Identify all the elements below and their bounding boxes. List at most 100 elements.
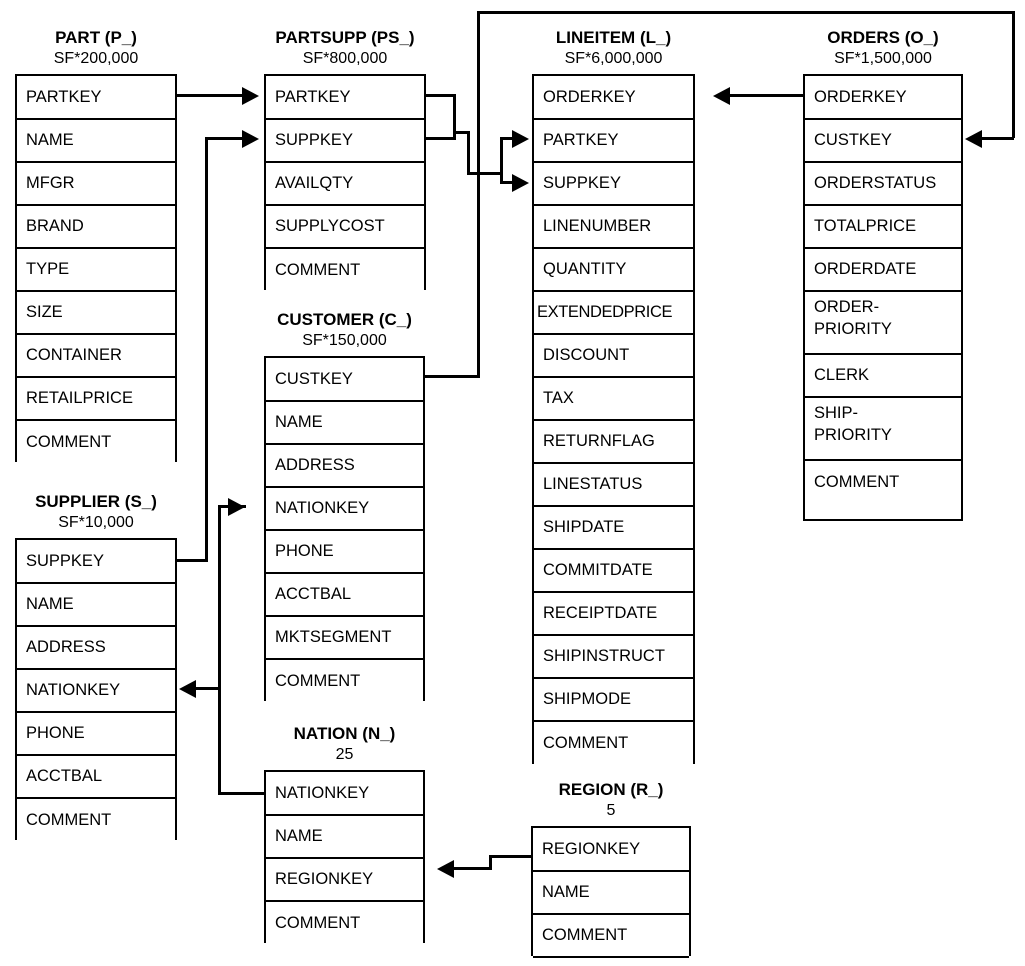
field-orders-orderpriority: ORDER- PRIORITY [805, 292, 961, 355]
field-part-retailprice: RETAILPRICE [17, 378, 175, 421]
field-part-partkey: PARTKEY [17, 76, 175, 120]
entity-region-cardinality: 5 [606, 802, 616, 819]
arrowhead-lineitem-orderkey [713, 87, 730, 105]
entity-partsupp-cardinality: SF*800,000 [302, 50, 388, 67]
connector-lineitem-partkey-in [500, 137, 514, 140]
entity-nation-fields: NATIONKEY NAME REGIONKEY COMMENT [264, 770, 425, 945]
connector-partsupp-partkey-join [453, 131, 470, 134]
connector-orders-custkey-drop [1012, 11, 1015, 138]
arrowhead-supplier-nationkey [179, 680, 196, 698]
field-region-name: NAME [533, 872, 689, 915]
field-part-brand: BRAND [17, 206, 175, 249]
field-partsupp-availqty: AVAILQTY [266, 163, 424, 206]
field-supplier-name: NAME [17, 584, 175, 627]
entity-lineitem-fields: ORDERKEY PARTKEY SUPPKEY LINENUMBER QUAN… [532, 74, 695, 765]
field-part-mfgr: MFGR [17, 163, 175, 206]
connector-part-to-partsupp [177, 94, 244, 97]
field-orders-orderkey: ORDERKEY [805, 76, 961, 120]
field-nation-name: NAME [266, 816, 423, 859]
connector-partsupp-partkey-exit [426, 94, 456, 97]
arrowhead-lineitem-partkey [512, 130, 529, 148]
entity-nation-title: NATION (N_) [293, 724, 396, 743]
arrowhead-lineitem-suppkey [512, 174, 529, 192]
field-orders-shippriority-line2: PRIORITY [814, 425, 892, 444]
entity-supplier-title: SUPPLIER (S_) [35, 492, 157, 511]
field-lineitem-extendedprice: EXTENDEDPRICE [534, 292, 693, 335]
field-lineitem-suppkey: SUPPKEY [534, 163, 693, 206]
field-supplier-comment: COMMENT [17, 799, 175, 842]
arrowhead-partsupp-partkey [242, 87, 259, 105]
arrowhead-customer-nationkey [228, 498, 245, 516]
field-nation-comment: COMMENT [266, 902, 423, 945]
field-lineitem-receiptdate: RECEIPTDATE [534, 593, 693, 636]
field-supplier-nationkey: NATIONKEY [17, 670, 175, 713]
entity-part-cardinality: SF*200,000 [53, 50, 139, 67]
connector-lineitem-suppkey-in [500, 181, 514, 184]
field-orders-totalprice: TOTALPRICE [805, 206, 961, 249]
entity-partsupp-fields: PARTKEY SUPPKEY AVAILQTY SUPPLYCOST COMM… [264, 74, 426, 292]
field-region-comment: COMMENT [533, 915, 689, 958]
connector-supplier-suppkey-to-partsupp [205, 137, 244, 140]
field-customer-nationkey: NATIONKEY [266, 488, 423, 531]
connector-supplier-suppkey-vertical [205, 137, 208, 562]
field-orders-orderpriority-line2: PRIORITY [814, 319, 892, 338]
field-customer-acctbal: ACCTBAL [266, 574, 423, 617]
field-supplier-address: ADDRESS [17, 627, 175, 670]
field-orders-clerk: CLERK [805, 355, 961, 398]
field-orders-orderstatus: ORDERSTATUS [805, 163, 961, 206]
field-partsupp-suppkey: SUPPKEY [266, 120, 424, 163]
connector-nation-nationkey-exit [218, 792, 266, 795]
connector-partsupp-suppkey-exit [426, 137, 456, 140]
field-orders-orderdate: ORDERDATE [805, 249, 961, 292]
field-customer-custkey: CUSTKEY [266, 358, 423, 402]
field-orders-orderpriority-line1: ORDER- [814, 298, 880, 316]
connector-partsupp-merge-vertical [467, 131, 470, 175]
field-nation-regionkey: REGIONKEY [266, 859, 423, 902]
field-lineitem-orderkey: ORDERKEY [534, 76, 693, 120]
field-lineitem-tax: TAX [534, 378, 693, 421]
entity-partsupp-title: PARTSUPP (PS_) [275, 28, 415, 47]
field-part-container: CONTAINER [17, 335, 175, 378]
field-orders-custkey: CUSTKEY [805, 120, 961, 163]
connector-customer-custkey-exit [425, 375, 480, 378]
field-orders-shippriority: SHIP- PRIORITY [805, 398, 961, 461]
field-lineitem-shipdate: SHIPDATE [534, 507, 693, 550]
connector-region-regionkey-drop [489, 855, 492, 870]
connector-partsupp-partkey-drop [453, 94, 456, 134]
field-supplier-phone: PHONE [17, 713, 175, 756]
entity-lineitem-title: LINEITEM (L_) [555, 28, 672, 47]
field-customer-mktsegment: MKTSEGMENT [266, 617, 423, 660]
entity-region-title: REGION (R_) [558, 780, 664, 799]
entity-customer-title: CUSTOMER (C_) [277, 310, 412, 329]
field-partsupp-partkey: PARTKEY [266, 76, 424, 120]
entity-orders-title: ORDERS (O_) [827, 28, 939, 47]
field-customer-address: ADDRESS [266, 445, 423, 488]
entity-supplier-cardinality: SF*10,000 [58, 514, 134, 531]
connector-customer-custkey-top [477, 11, 1015, 14]
field-lineitem-shipmode: SHIPMODE [534, 679, 693, 722]
connector-orders-to-lineitem [730, 94, 803, 97]
field-lineitem-shipinstruct: SHIPINSTRUCT [534, 636, 693, 679]
field-partsupp-supplycost: SUPPLYCOST [266, 206, 424, 249]
entity-region-fields: REGIONKEY NAME COMMENT [531, 826, 691, 958]
connector-nation-nationkey-vertical [218, 505, 221, 795]
entity-supplier-fields: SUPPKEY NAME ADDRESS NATIONKEY PHONE ACC… [15, 538, 177, 842]
connector-nation-to-supplier [196, 687, 220, 690]
connector-region-regionkey-exit [490, 855, 532, 858]
field-lineitem-linenumber: LINENUMBER [534, 206, 693, 249]
field-lineitem-comment: COMMENT [534, 722, 693, 765]
arrowhead-partsupp-suppkey [242, 130, 259, 148]
connector-lineitem-split-vertical [500, 137, 503, 184]
field-part-comment: COMMENT [17, 421, 175, 464]
field-supplier-suppkey: SUPPKEY [17, 540, 175, 584]
entity-orders-cardinality: SF*1,500,000 [834, 50, 932, 67]
field-lineitem-discount: DISCOUNT [534, 335, 693, 378]
field-part-type: TYPE [17, 249, 175, 292]
entity-lineitem-cardinality: SF*6,000,000 [564, 50, 663, 67]
connector-orders-custkey-in [982, 137, 1014, 140]
entity-orders-fields: ORDERKEY CUSTKEY ORDERSTATUS TOTALPRICE … [803, 74, 963, 521]
field-lineitem-returnflag: RETURNFLAG [534, 421, 693, 464]
entity-part-title: PART (P_) [55, 28, 137, 47]
field-lineitem-linestatus: LINESTATUS [534, 464, 693, 507]
